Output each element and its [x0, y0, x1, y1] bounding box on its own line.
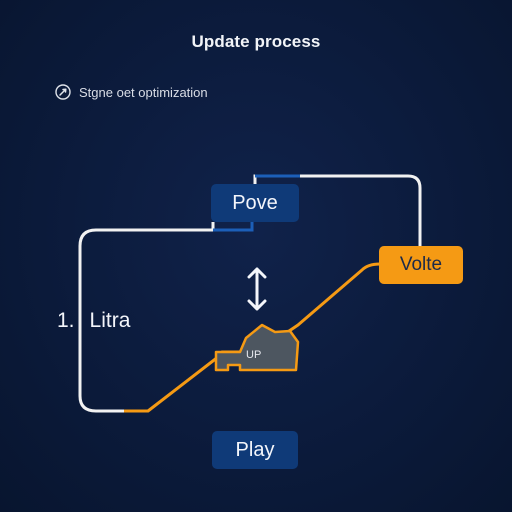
up-shape [214, 323, 300, 372]
up-shape-label: UP [246, 349, 262, 361]
vertical-double-arrow-icon [247, 267, 267, 311]
optimization-option[interactable]: Stgne oet optimization [55, 84, 208, 100]
connector-pove-accent-bottom [213, 222, 254, 232]
node-pove[interactable]: Pove [211, 184, 299, 222]
option-label: Stgne oet optimization [79, 84, 208, 100]
connector-pove-volte [253, 174, 422, 246]
play-button[interactable]: Play [212, 431, 298, 469]
connector-left-loop [78, 222, 215, 413]
side-label: 1. Litra [57, 309, 130, 333]
node-volte[interactable]: Volte [379, 246, 463, 284]
side-label-text: Litra [89, 309, 131, 332]
side-label-number: 1. [57, 309, 75, 332]
rocket-icon [55, 84, 71, 100]
page-title: Update process [191, 32, 321, 51]
